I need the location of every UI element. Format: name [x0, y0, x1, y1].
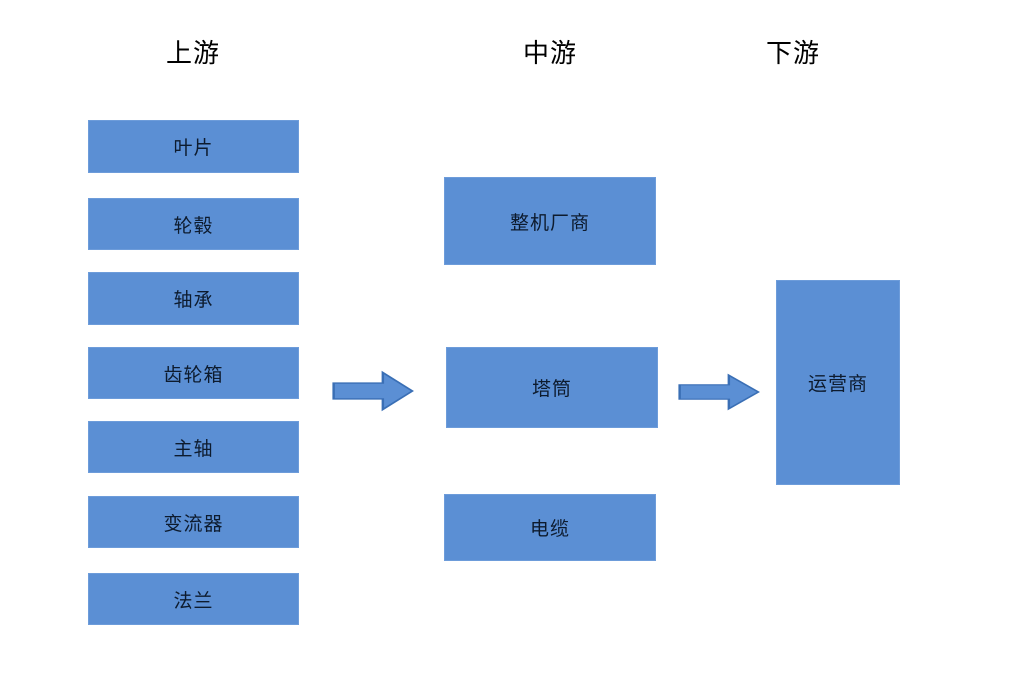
node-box-upstream-1[interactable]: 轮毂: [88, 198, 299, 250]
node-label: 主轴: [173, 437, 214, 460]
node-label: 运营商: [807, 373, 868, 395]
node-label: 整机厂商: [509, 211, 590, 234]
node-label: 齿轮箱: [163, 363, 224, 386]
node-box-upstream-3[interactable]: 齿轮箱: [88, 347, 299, 399]
column-header-2: 下游: [765, 39, 821, 69]
node-box-upstream-2[interactable]: 轴承: [88, 272, 299, 325]
node-label: 法兰: [173, 589, 214, 612]
node-box-upstream-5[interactable]: 变流器: [88, 496, 299, 548]
node-label: 塔筒: [531, 378, 572, 400]
node-box-upstream-6[interactable]: 法兰: [88, 573, 299, 625]
column-header-1: 中游: [522, 39, 578, 69]
node-box-downstream-0[interactable]: 运营商: [776, 280, 900, 485]
midstream-to-downstream-arrow-icon: [678, 372, 760, 412]
column-header-0: 上游: [165, 39, 221, 69]
node-label: 电缆: [529, 518, 570, 540]
node-label: 叶片: [173, 137, 214, 159]
node-box-midstream-2[interactable]: 电缆: [444, 494, 656, 561]
node-label: 轴承: [173, 289, 214, 311]
node-box-midstream-0[interactable]: 整机厂商: [444, 177, 656, 265]
node-label: 变流器: [163, 512, 224, 535]
node-box-midstream-1[interactable]: 塔筒: [446, 347, 658, 428]
upstream-to-midstream-arrow-icon: [332, 369, 414, 413]
node-box-upstream-0[interactable]: 叶片: [88, 120, 299, 173]
node-label: 轮毂: [173, 214, 214, 237]
node-box-upstream-4[interactable]: 主轴: [88, 421, 299, 473]
